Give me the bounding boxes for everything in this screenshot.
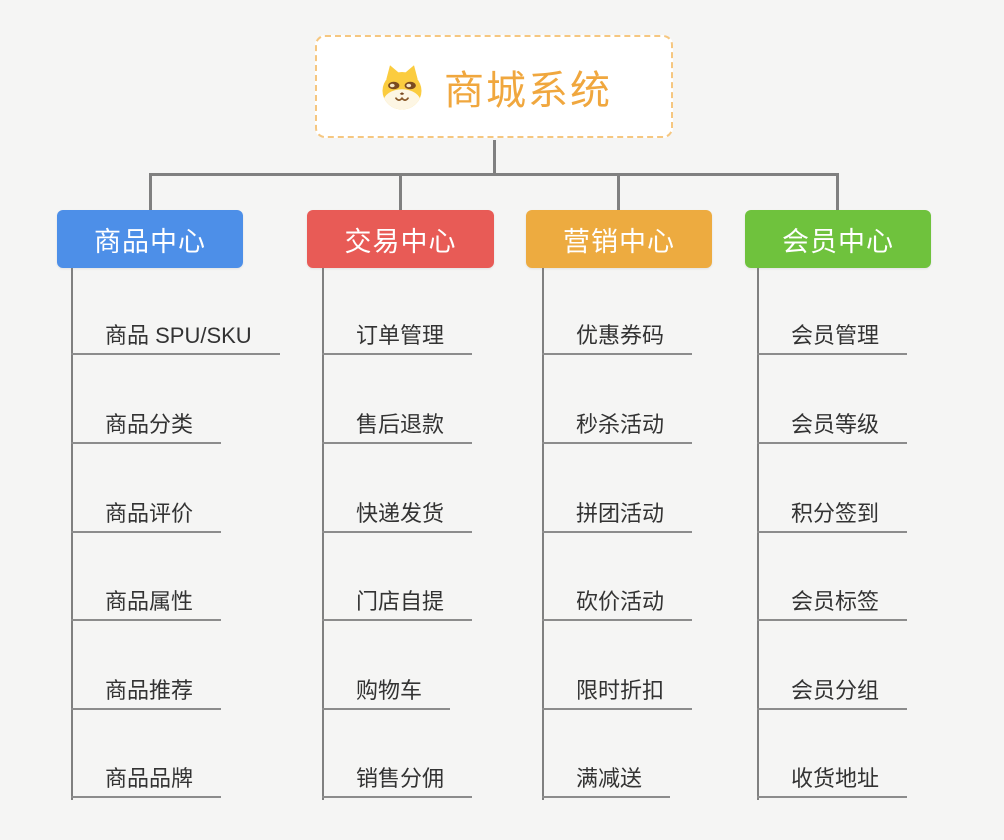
connector-drop-members (836, 173, 839, 211)
trunk-product-center (71, 268, 73, 800)
connector-drop-marketing (617, 173, 620, 211)
leaf-node[interactable]: 优惠券码 (542, 318, 693, 355)
leaf-node[interactable]: 商品 SPU/SKU (71, 318, 280, 355)
leaf-node[interactable]: 商品分类 (71, 407, 222, 444)
leaf-node[interactable]: 会员管理 (757, 318, 908, 355)
leaf-node[interactable]: 商品推荐 (71, 673, 222, 710)
leaf-node[interactable]: 门店自提 (322, 584, 473, 621)
leaf-node[interactable]: 商品属性 (71, 584, 222, 621)
connector-drop-trade (399, 173, 402, 211)
trunk-marketing-center (542, 268, 544, 800)
leaf-node[interactable]: 限时折扣 (542, 673, 693, 710)
branch-node-member-center[interactable]: 会员中心 (745, 210, 931, 268)
leaf-node[interactable]: 会员分组 (757, 673, 908, 710)
leaf-node[interactable]: 秒杀活动 (542, 407, 693, 444)
leaf-node[interactable]: 会员等级 (757, 407, 908, 444)
leaf-node[interactable]: 售后退款 (322, 407, 473, 444)
shiba-dog-icon (376, 63, 428, 111)
leaf-node[interactable]: 商品评价 (71, 496, 222, 533)
trunk-trade-center (322, 268, 324, 800)
branch-label: 营销中心 (563, 226, 675, 257)
leaf-node[interactable]: 砍价活动 (542, 584, 693, 621)
branch-label: 交易中心 (344, 226, 457, 257)
leaf-node[interactable]: 积分签到 (757, 496, 908, 533)
leaf-node[interactable]: 会员标签 (757, 584, 908, 621)
leaf-node[interactable]: 快递发货 (322, 496, 473, 533)
leaf-node[interactable]: 收货地址 (757, 761, 908, 798)
branch-label: 商品中心 (94, 226, 206, 257)
connector-root-stem (493, 140, 496, 176)
leaf-node[interactable]: 商品品牌 (71, 761, 222, 798)
leaf-node[interactable]: 销售分佣 (322, 761, 473, 798)
leaf-node[interactable]: 订单管理 (322, 318, 473, 355)
trunk-member-center (757, 268, 759, 800)
root-node-mall-system[interactable]: 商城系统 (315, 35, 673, 138)
root-node-title: 商城系统 (444, 68, 612, 113)
leaf-node[interactable]: 拼团活动 (542, 496, 693, 533)
branch-node-marketing-center[interactable]: 营销中心 (526, 210, 712, 268)
branch-node-product-center[interactable]: 商品中心 (57, 210, 243, 268)
leaf-node[interactable]: 购物车 (322, 673, 451, 710)
connector-bus (149, 173, 839, 176)
branch-node-trade-center[interactable]: 交易中心 (307, 210, 494, 268)
leaf-node[interactable]: 满减送 (542, 761, 671, 798)
connector-drop-products (149, 173, 152, 211)
branch-label: 会员中心 (782, 226, 894, 257)
